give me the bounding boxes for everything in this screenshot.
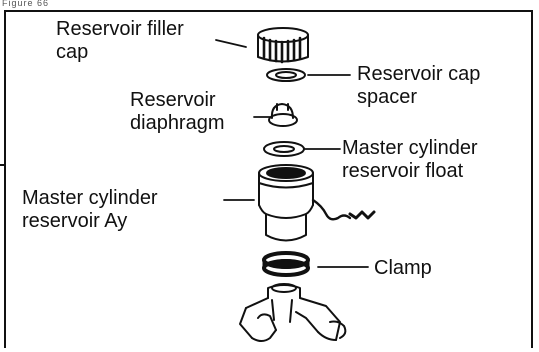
filler-cap-part (258, 28, 308, 62)
leader-lines (216, 40, 368, 267)
float-part (264, 142, 304, 156)
reservoir-body-part (259, 165, 374, 241)
diaphragm-part (269, 104, 297, 126)
cap-spacer-part (267, 69, 305, 81)
master-cylinder-base-part (240, 284, 345, 341)
leader-filler-cap (216, 40, 246, 47)
clamp-part (264, 253, 308, 275)
